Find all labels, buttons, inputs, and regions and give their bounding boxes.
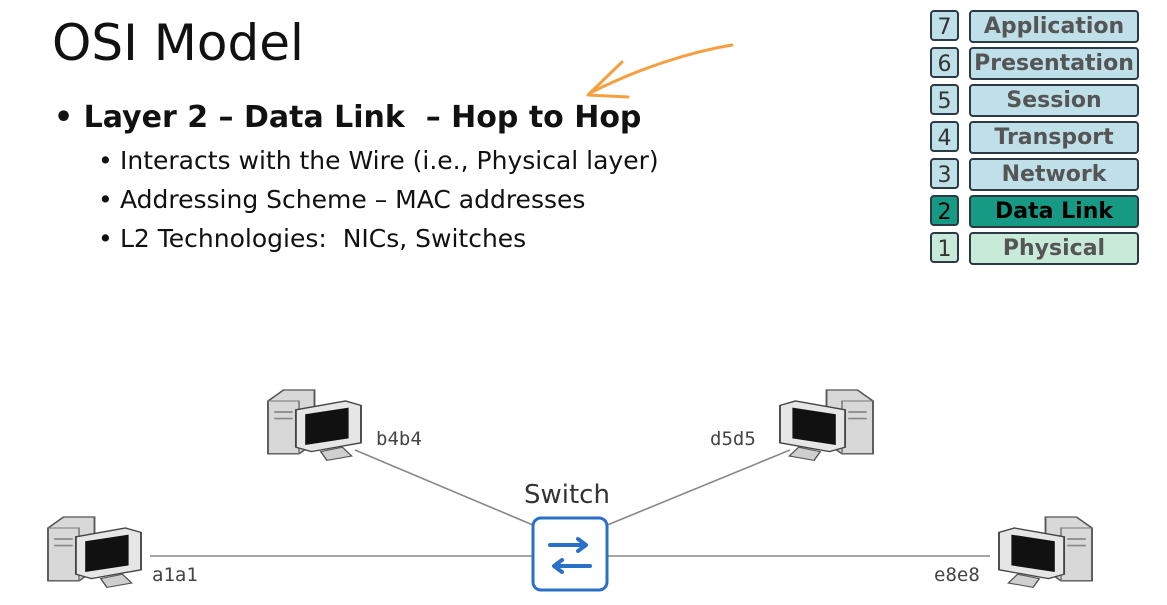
osi-layer-1: 1 Physical bbox=[930, 232, 1140, 265]
switch-icon bbox=[531, 516, 609, 592]
sub-bullet: •Interacts with the Wire (i.e., Physical… bbox=[98, 146, 659, 175]
osi-layer-name: Session bbox=[969, 84, 1139, 117]
computer-icon-e8e8 bbox=[997, 515, 1094, 589]
osi-layer-number: 7 bbox=[930, 10, 959, 41]
sub-bullet-text: L2 Technologies: NICs, Switches bbox=[120, 224, 527, 253]
osi-layer-number: 3 bbox=[930, 158, 959, 189]
osi-layer-name: Transport bbox=[969, 121, 1139, 154]
osi-layer-5: 5 Session bbox=[930, 84, 1140, 117]
host-label-e8e8: e8e8 bbox=[934, 564, 980, 586]
osi-layer-6: 6 Presentation bbox=[930, 47, 1140, 80]
osi-layer-number: 2 bbox=[930, 195, 959, 226]
osi-layer-name: Application bbox=[969, 10, 1139, 43]
computer-icon-a1a1 bbox=[46, 515, 143, 589]
osi-layer-4: 4 Transport bbox=[930, 121, 1140, 154]
osi-layer-2: 2 Data Link bbox=[930, 195, 1140, 228]
osi-layer-name: Data Link bbox=[969, 195, 1139, 228]
osi-layer-7: 7 Application bbox=[930, 10, 1140, 43]
sub-bullet: •Addressing Scheme – MAC addresses bbox=[98, 185, 586, 214]
host-label-a1a1: a1a1 bbox=[152, 564, 198, 586]
annotation-arrow bbox=[586, 43, 734, 99]
main-bullet: • Layer 2 – Data Link – Hop to Hop bbox=[54, 100, 642, 135]
sub-bullet-text: Addressing Scheme – MAC addresses bbox=[120, 185, 586, 214]
host-label-d5d5: d5d5 bbox=[710, 428, 756, 450]
host-label-b4b4: b4b4 bbox=[376, 428, 422, 450]
osi-layer-number: 1 bbox=[930, 232, 959, 263]
osi-layer-name: Network bbox=[969, 158, 1139, 191]
osi-layer-name: Presentation bbox=[969, 47, 1139, 80]
computer-icon-d5d5 bbox=[778, 388, 875, 462]
switch-label: Switch bbox=[524, 480, 610, 510]
osi-layer-3: 3 Network bbox=[930, 158, 1140, 191]
osi-layer-name: Physical bbox=[969, 232, 1139, 265]
osi-layer-number: 4 bbox=[930, 121, 959, 152]
sub-bullet: •L2 Technologies: NICs, Switches bbox=[98, 224, 527, 253]
computer-icon-b4b4 bbox=[266, 388, 363, 462]
slide-title: OSI Model bbox=[52, 14, 304, 72]
link-d5d5 bbox=[599, 449, 791, 529]
osi-layer-number: 5 bbox=[930, 84, 959, 115]
link-b4b4 bbox=[354, 449, 541, 529]
sub-bullet-text: Interacts with the Wire (i.e., Physical … bbox=[120, 146, 659, 175]
osi-layer-number: 6 bbox=[930, 47, 959, 78]
